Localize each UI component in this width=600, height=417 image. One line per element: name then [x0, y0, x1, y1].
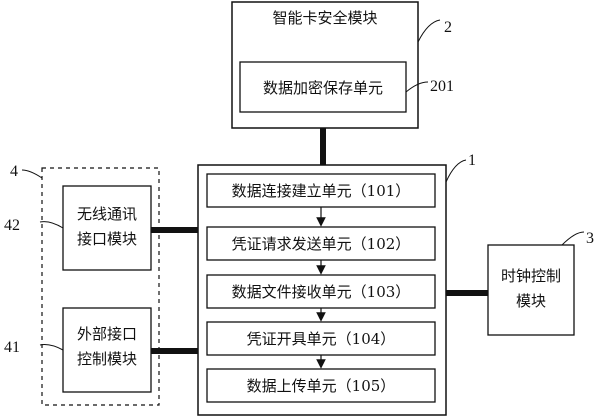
ref-201-leader — [405, 81, 429, 93]
wireless-interface-module: 无线通讯 接口模块 — [62, 185, 152, 271]
wireless-module-line2: 接口模块 — [77, 230, 137, 248]
external-interface-module: 外部接口 控制模块 — [62, 307, 152, 393]
ref-42: 42 — [4, 217, 20, 234]
data-encrypt-storage-unit: 数据加密保存单元 — [239, 61, 407, 113]
ref-42-leader — [39, 221, 64, 229]
ref-4: 4 — [10, 163, 18, 180]
encrypt-unit-label: 数据加密保存单元 — [263, 79, 383, 97]
ref-3-leader — [561, 231, 585, 246]
unit-101-label: 数据连接建立单元（101） — [232, 182, 411, 200]
smart-card-security-module: 智能卡安全模块 数据加密保存单元 — [231, 1, 419, 129]
ref-41-leader — [39, 344, 64, 351]
main-module: 数据连接建立单元（101） 凭证请求发送单元（102） 数据文件接收单元（103… — [197, 164, 447, 416]
interface-module-group — [41, 167, 160, 406]
external-module-line1: 外部接口 — [77, 325, 137, 343]
unit-104-label: 凭证开具单元（104） — [247, 330, 396, 348]
ref-2: 2 — [444, 19, 452, 36]
ref-1: 1 — [468, 152, 476, 169]
ref-201: 201 — [430, 78, 454, 95]
wireless-module-line1: 无线通讯 — [77, 205, 137, 223]
unit-103-file-receive: 数据文件接收单元（103） — [206, 274, 436, 309]
ref-4-leader — [21, 169, 43, 179]
unit-105-label: 数据上传单元（105） — [247, 377, 396, 395]
unit-103-label: 数据文件接收单元（103） — [232, 283, 411, 301]
clock-control-module: 时钟控制 模块 — [487, 244, 575, 336]
unit-102-credential-request: 凭证请求发送单元（102） — [206, 226, 436, 261]
clock-module-line2: 模块 — [516, 292, 546, 310]
external-module-line2: 控制模块 — [77, 350, 137, 368]
smart-card-module-title: 智能卡安全模块 — [272, 9, 377, 27]
ref-1-leader — [445, 159, 467, 183]
unit-105-upload: 数据上传单元（105） — [206, 368, 436, 403]
ref-3: 3 — [586, 230, 594, 247]
ref-2-leader — [417, 19, 441, 43]
unit-102-label: 凭证请求发送单元（102） — [232, 235, 411, 253]
ref-41: 41 — [4, 339, 20, 356]
unit-104-credential-issue: 凭证开具单元（104） — [206, 321, 436, 356]
clock-module-line1: 时钟控制 — [501, 267, 561, 285]
unit-101-connection: 数据连接建立单元（101） — [206, 173, 436, 208]
